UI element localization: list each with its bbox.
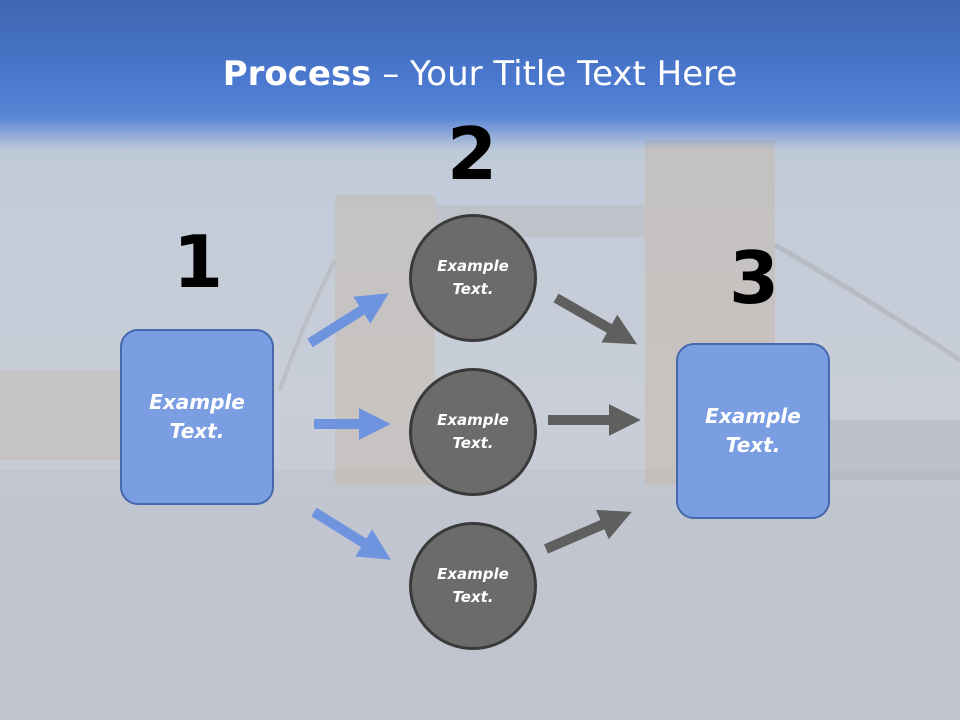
step-number-3: 3 xyxy=(728,236,780,320)
arrow-1-to-bottom xyxy=(311,507,391,560)
node-top-text: Example Text. xyxy=(437,257,509,298)
step-1-box: Example Text. xyxy=(120,329,274,505)
title-rest: – Your Title Text Here xyxy=(371,54,738,94)
arrow-bottom-to-3 xyxy=(544,509,632,554)
title-band xyxy=(0,0,960,150)
arrow-top-to-3 xyxy=(553,293,638,345)
step-2-node-bottom: Example Text. xyxy=(409,522,537,650)
step-number-2: 2 xyxy=(446,112,498,196)
title-bold: Process xyxy=(222,54,372,94)
step-3-box: Example Text. xyxy=(676,343,830,519)
node-bottom-text: Example Text. xyxy=(437,565,509,606)
step-number-1: 1 xyxy=(172,220,224,304)
step-2-node-middle: Example Text. xyxy=(409,368,537,496)
step-2-node-top: Example Text. xyxy=(409,214,537,342)
arrow-1-to-top xyxy=(307,293,389,348)
step-1-text: Example Text. xyxy=(149,390,245,443)
step-3-text: Example Text. xyxy=(705,404,801,457)
node-middle-text: Example Text. xyxy=(437,411,509,452)
slide-title: Process – Your Title Text Here xyxy=(0,52,960,96)
